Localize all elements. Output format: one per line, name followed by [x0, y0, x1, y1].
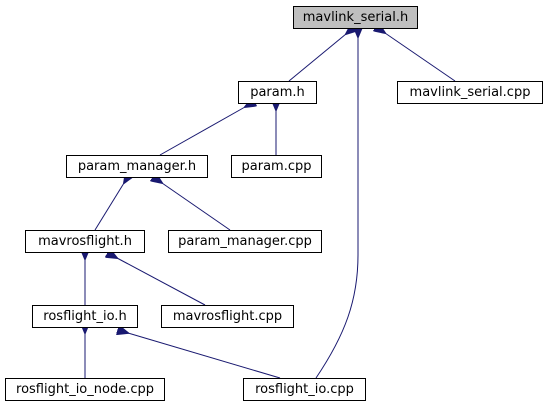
edge-param-manager-h-to-param-h: [159, 107, 245, 156]
node-label: rosflight_io.cpp: [255, 382, 354, 397]
node-param-manager-cpp[interactable]: param_manager.cpp: [168, 230, 322, 253]
edge-rosflight-io-cpp-to-mavlink-serial-h: [315, 37, 358, 379]
node-label: param_manager.cpp: [178, 234, 312, 249]
node-rosflight-io-h[interactable]: rosflight_io.h: [32, 305, 138, 328]
node-label: mavlink_serial.h: [302, 10, 409, 25]
node-param-manager-h[interactable]: param_manager.h: [66, 155, 208, 178]
edge-mavrosflight-cpp-to-mavrosflight-h: [117, 258, 206, 306]
edge-layer: [85, 33, 456, 379]
edge-rosflight-io-cpp-to-rosflight-io-h: [128, 333, 281, 379]
edge-param-manager-cpp-to-param-manager-h: [162, 183, 231, 231]
node-param-h[interactable]: param.h: [238, 81, 317, 104]
node-rosflight-io-cpp[interactable]: rosflight_io.cpp: [243, 378, 366, 401]
node-param-cpp[interactable]: param.cpp: [231, 155, 322, 178]
edge-mavrosflight-h-to-param-manager-h: [94, 183, 124, 231]
node-label: rosflight_io_node.cpp: [16, 382, 154, 397]
node-mavlink-serial-cpp[interactable]: mavlink_serial.cpp: [397, 81, 543, 104]
node-rosflight-io-node-cpp[interactable]: rosflight_io_node.cpp: [5, 378, 165, 401]
node-mavrosflight-h[interactable]: mavrosflight.h: [25, 230, 145, 253]
node-mavlink-serial-h: mavlink_serial.h: [293, 6, 418, 29]
node-label: mavrosflight.h: [38, 234, 132, 249]
node-label: rosflight_io.h: [43, 309, 127, 324]
node-mavrosflight-cpp[interactable]: mavrosflight.cpp: [161, 305, 294, 328]
edge-mavlink-serial-cpp-to-mavlink-serial-h: [385, 33, 456, 82]
node-label: param.cpp: [241, 159, 312, 174]
edge-param-h-to-mavlink-serial-h: [288, 34, 346, 82]
node-label: mavlink_serial.cpp: [409, 85, 531, 100]
node-label: param_manager.h: [77, 159, 197, 174]
node-label: param.h: [250, 85, 305, 100]
node-label: mavrosflight.cpp: [172, 309, 283, 324]
